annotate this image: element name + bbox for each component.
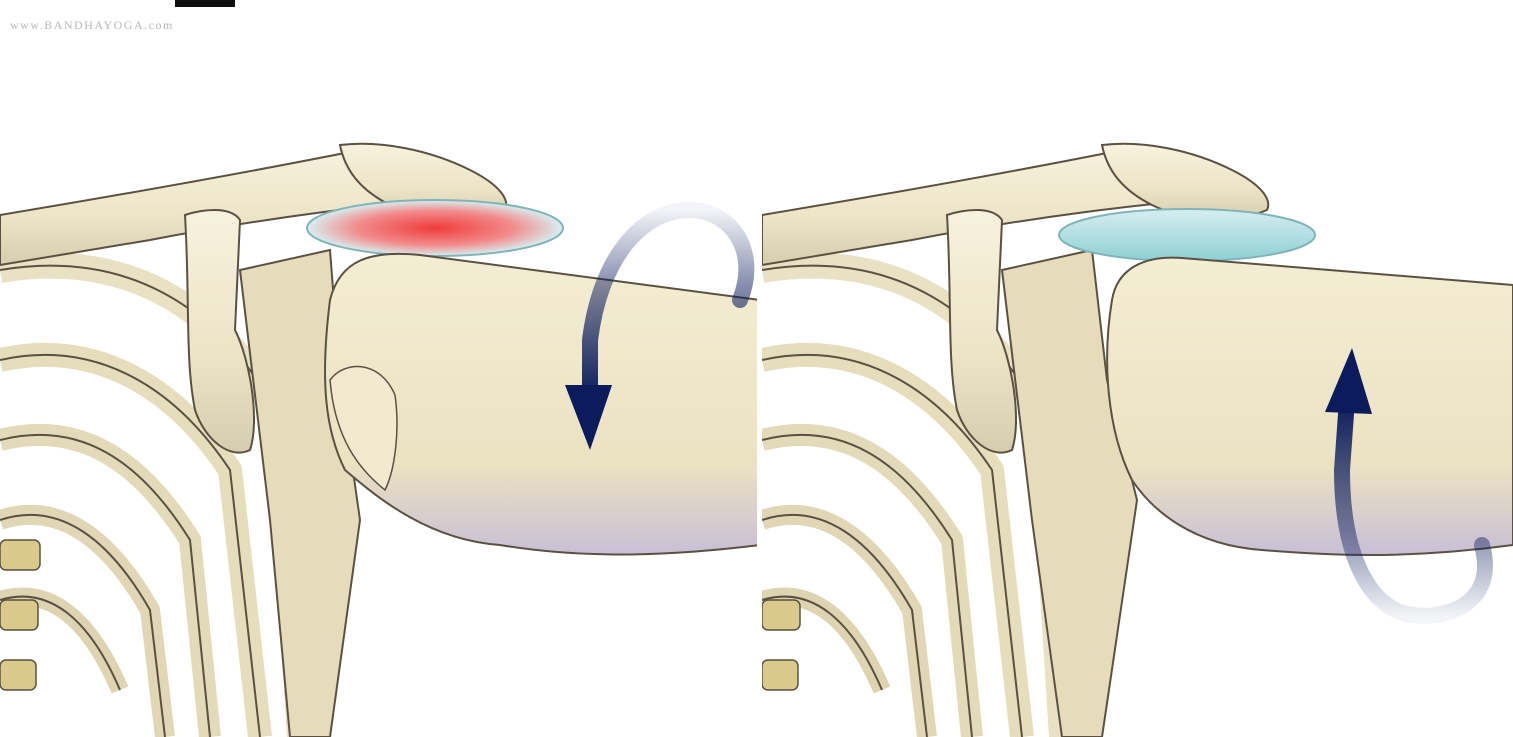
shoulder-illustration-right — [762, 0, 1513, 737]
shoulder-panel-right — [762, 0, 1513, 737]
bursa-normal — [1059, 209, 1315, 261]
shoulder-panel-left — [0, 0, 760, 737]
shoulder-illustration-left — [0, 0, 760, 737]
bursa-inflamed — [307, 200, 563, 256]
